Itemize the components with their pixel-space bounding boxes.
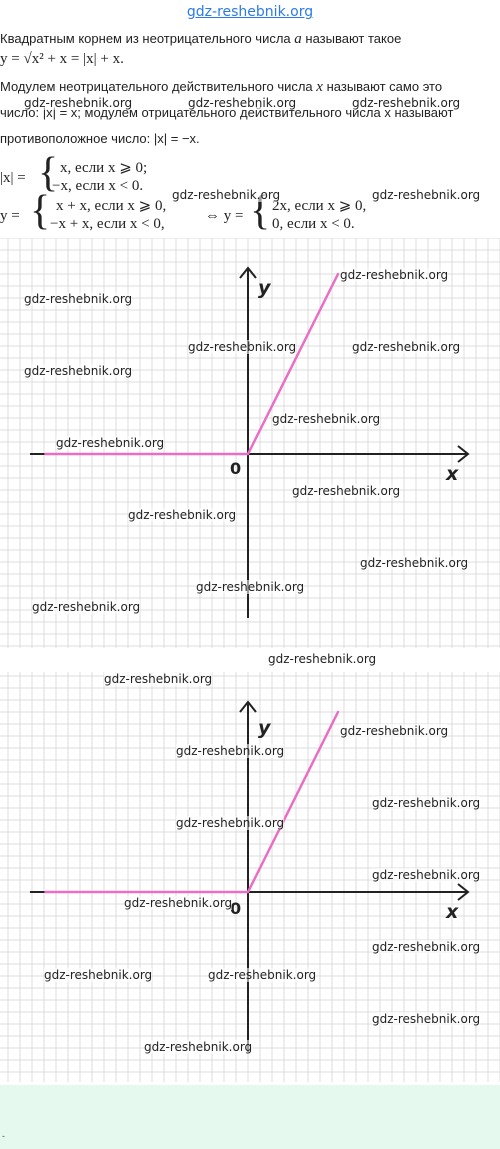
y-case-2: −x + x, если x < 0, xyxy=(50,216,165,232)
graph-2-origin-label: 0 xyxy=(230,899,241,918)
var-a: a xyxy=(294,31,302,47)
definition-text-1-end: называют такое xyxy=(305,31,402,46)
abs-case-2: −x, если x < 0. xyxy=(52,178,144,194)
watermark: gdz-reshebnik.org xyxy=(372,796,481,810)
watermark: gdz-reshebnik.org xyxy=(196,580,305,594)
graph-1-origin-label: 0 xyxy=(230,459,241,478)
watermark: gdz-reshebnik.org xyxy=(128,508,237,522)
graph-1-marks xyxy=(44,272,340,456)
abs-brace: { xyxy=(38,150,59,196)
watermark: gdz-reshebnik.org xyxy=(292,484,401,498)
watermark: gdz-reshebnik.org xyxy=(144,1040,253,1054)
watermark: gdz-reshebnik.org xyxy=(24,364,133,378)
watermark: gdz-reshebnik.org xyxy=(44,968,153,982)
equation-1: y = √x² + x = |x| + x. xyxy=(0,50,500,68)
site-link[interactable]: gdz-reshebnik.org xyxy=(186,4,314,20)
watermark: gdz-reshebnik.org xyxy=(24,96,133,110)
watermark: gdz-reshebnik.org xyxy=(188,340,297,354)
definition-text-4: противоположное число: |x| = −x. xyxy=(0,131,200,146)
y-lhs: y = xyxy=(0,208,20,224)
watermark: gdz-reshebnik.org xyxy=(340,268,449,282)
watermark: gdz-reshebnik.org xyxy=(352,96,461,110)
watermark: gdz-reshebnik.org xyxy=(268,652,377,666)
watermark: gdz-reshebnik.org xyxy=(208,968,317,982)
watermark: gdz-reshebnik.org xyxy=(176,744,285,758)
y-axis-arrow xyxy=(239,700,257,713)
watermark: gdz-reshebnik.org xyxy=(372,940,481,954)
watermark: gdz-reshebnik.org xyxy=(24,292,133,306)
site-header: gdz-reshebnik.org xyxy=(0,0,500,24)
definition-line-1: Квадратным корнем из неотрицательного чи… xyxy=(0,30,500,48)
x-axis-arrow xyxy=(457,883,470,901)
graph-2-y-label: y xyxy=(258,717,272,739)
function-line xyxy=(44,272,340,456)
watermark: gdz-reshebnik.org xyxy=(172,188,281,202)
watermark: gdz-reshebnik.org xyxy=(352,340,461,354)
y2-case-2: 0, если x < 0. xyxy=(272,216,355,232)
watermark: gdz-reshebnik.org xyxy=(176,816,285,830)
footer-strip xyxy=(0,1085,500,1149)
graph-1-x-label: x xyxy=(445,463,459,485)
equation-1-text: y = √x² + x = |x| + x. xyxy=(0,51,124,67)
watermark: gdz-reshebnik.org xyxy=(124,896,233,910)
var-x: x xyxy=(316,79,323,95)
graph-2-x-label: x xyxy=(445,901,459,923)
equiv-sign: ⇔ y = xyxy=(205,208,244,224)
watermark: gdz-reshebnik.org xyxy=(104,672,213,686)
abs-lhs: |x| = xyxy=(0,170,26,186)
definition-text-1: Квадратным корнем из неотрицательного чи… xyxy=(0,31,291,46)
y-axis-arrow xyxy=(239,266,257,279)
y-case-1: x + x, если x ⩾ 0, xyxy=(56,198,167,214)
graph-2-marks xyxy=(44,710,340,894)
definition-text-2-end: называют само это xyxy=(326,79,443,94)
x-axis-arrow xyxy=(457,445,470,463)
watermark: gdz-reshebnik.org xyxy=(272,412,381,426)
definition-line-2: Модулем неотрицательного действительного… xyxy=(0,78,500,96)
watermark: gdz-reshebnik.org xyxy=(340,724,449,738)
watermark: gdz-reshebnik.org xyxy=(32,600,141,614)
definition-line-4: противоположное число: |x| = −x. xyxy=(0,130,500,148)
watermark: gdz-reshebnik.org xyxy=(372,868,481,882)
footer-mark: - xyxy=(2,1131,5,1141)
watermark: gdz-reshebnik.org xyxy=(360,556,469,570)
watermark: gdz-reshebnik.org xyxy=(372,1012,481,1026)
watermark: gdz-reshebnik.org xyxy=(188,96,297,110)
definition-text-2: Модулем неотрицательного действительного… xyxy=(0,79,313,94)
graph-1-y-label: y xyxy=(258,277,272,299)
function-line xyxy=(44,710,340,894)
y-brace: { xyxy=(30,188,51,234)
abs-case-1: x, если x ⩾ 0; xyxy=(60,160,148,176)
watermark: gdz-reshebnik.org xyxy=(56,436,165,450)
watermark: gdz-reshebnik.org xyxy=(372,188,481,202)
y2-case-1: 2x, если x ⩾ 0, xyxy=(272,198,367,214)
